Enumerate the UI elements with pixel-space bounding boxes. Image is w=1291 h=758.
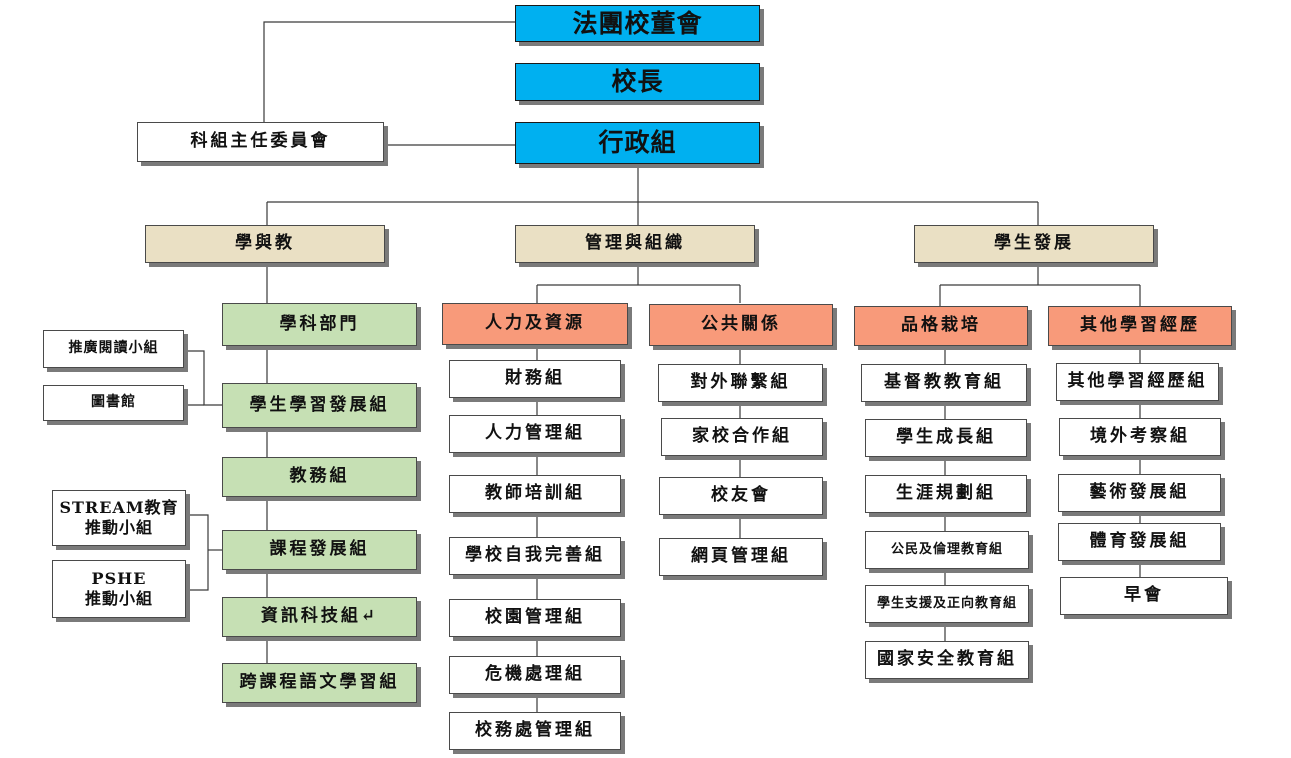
reading-promotion-box: 推廣閱讀小組 (43, 330, 184, 368)
stream-education-group-box: STREAM教育 推動小組 (52, 490, 186, 546)
ole-item: 其他學習經歷組 (1056, 363, 1219, 401)
public-relations-box: 公共關係 (649, 304, 833, 346)
student-learning-development-box: 學生學習發展組 (222, 383, 417, 428)
learning-teaching-box: 學與教 (145, 225, 385, 263)
pshe-line1: PSHE (91, 569, 147, 588)
hr-item: 危機處理組 (449, 656, 621, 694)
hr-item: 校園管理組 (449, 599, 621, 637)
principal-box: 校長 (515, 63, 760, 101)
stream-line1: STREAM教育 (59, 498, 179, 517)
stream-line2: 推動小組 (84, 518, 153, 537)
library-box: 圖書館 (43, 385, 184, 421)
academic-affairs-box: 教務組 (222, 457, 417, 497)
subject-committee-box: 科組主任委員會 (137, 122, 384, 162)
cross-curricular-language-box: 跨課程語文學習組 (222, 663, 417, 703)
pr-item: 對外聯繫組 (658, 364, 823, 402)
pr-item: 家校合作組 (661, 418, 823, 456)
information-technology-box: 資訊科技組↵ (222, 597, 417, 637)
admin-box: 行政組 (515, 122, 760, 164)
character-item: 公民及倫理教育組 (865, 531, 1029, 569)
hr-item: 教師培訓組 (449, 475, 621, 513)
hr-item: 人力管理組 (449, 415, 621, 453)
hr-item: 財務組 (449, 360, 621, 398)
character-item: 學生支援及正向教育組 (865, 585, 1029, 623)
character-item: 國家安全教育組 (865, 641, 1029, 679)
hr-item: 學校自我完善組 (449, 537, 621, 575)
character-item: 基督教教育組 (861, 364, 1027, 402)
subject-department-box: 學科部門 (222, 303, 417, 346)
character-cultivation-box: 品格栽培 (854, 306, 1028, 346)
ole-item: 藝術發展組 (1058, 474, 1221, 512)
pshe-group-box: PSHE 推動小組 (52, 560, 186, 618)
hr-item: 校務處管理組 (449, 712, 621, 750)
management-organization-box: 管理與組織 (515, 225, 755, 263)
ole-item: 境外考察組 (1059, 418, 1221, 456)
character-item: 學生成長組 (865, 419, 1027, 457)
pr-item: 校友會 (659, 477, 823, 515)
ole-item: 早會 (1060, 577, 1228, 615)
pshe-line2: 推動小組 (84, 589, 153, 608)
student-development-box: 學生發展 (914, 225, 1154, 263)
human-resources-box: 人力及資源 (442, 303, 628, 345)
curriculum-development-box: 課程發展組 (222, 530, 417, 570)
other-learning-experiences-box: 其他學習經歷 (1048, 306, 1232, 346)
character-item: 生涯規劃組 (865, 475, 1027, 513)
board-of-directors-box: 法團校董會 (515, 5, 760, 42)
ole-item: 體育發展組 (1058, 523, 1221, 561)
pr-item: 網頁管理組 (659, 538, 823, 576)
